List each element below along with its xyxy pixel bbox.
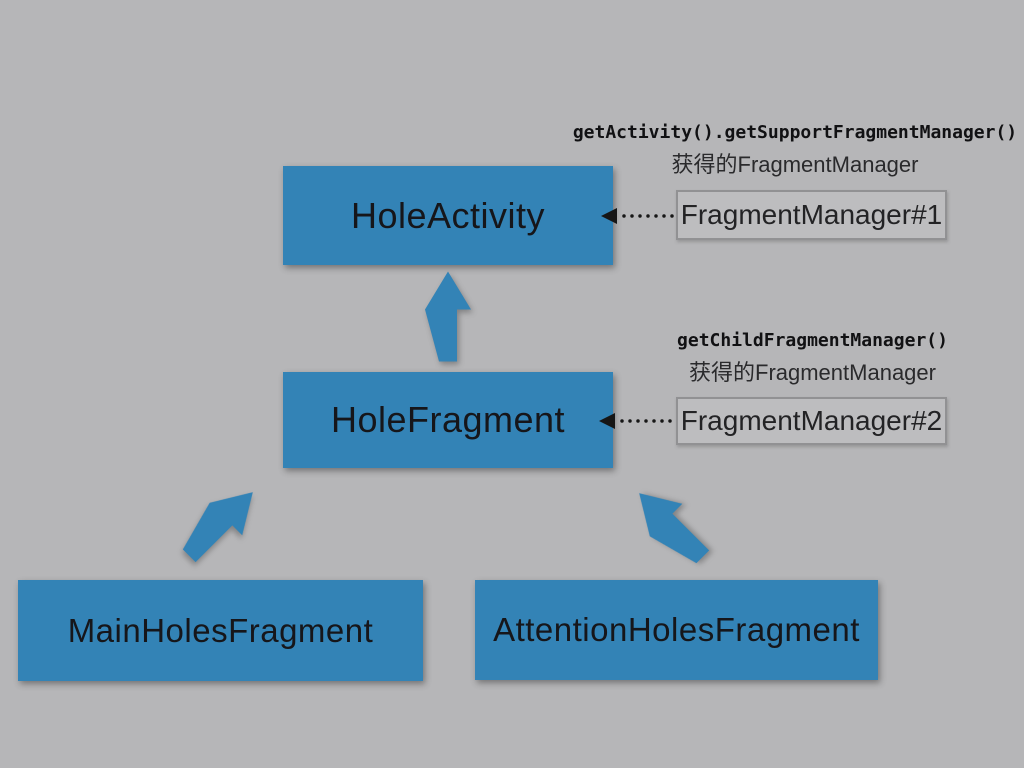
- fm2-caption-text: 获得的FragmentManager: [689, 360, 936, 385]
- node-hole-fragment: HoleFragment: [283, 372, 613, 468]
- node-main-holes-fragment: MainHolesFragment: [18, 580, 423, 681]
- fragment-manager-1-box: FragmentManager#1: [676, 190, 947, 240]
- up-right-arrow-icon: [172, 475, 271, 574]
- fm2-caption: getChildFragmentManager() 获得的FragmentMan…: [600, 330, 1024, 387]
- fragment-manager-2-box: FragmentManager#2: [676, 397, 947, 445]
- node-attention-holes-fragment: AttentionHolesFragment: [475, 580, 878, 680]
- dotted-line: [619, 214, 676, 218]
- fm2-dotted-connector: [599, 412, 676, 430]
- up-left-arrow-icon: [622, 476, 721, 575]
- left-arrowhead-icon: [599, 413, 615, 429]
- left-arrowhead-icon: [601, 208, 617, 224]
- dotted-line: [617, 419, 676, 423]
- fm1-caption-code: getActivity().getSupportFragmentManager(…: [572, 122, 1018, 143]
- fm1-caption-text: 获得的FragmentManager: [671, 152, 919, 177]
- up-arrow-icon: [423, 271, 473, 362]
- fm2-caption-code: getChildFragmentManager(): [677, 330, 948, 351]
- node-hole-activity: HoleActivity: [283, 166, 613, 265]
- fm1-dotted-connector: [601, 207, 676, 225]
- fm1-caption: getActivity().getSupportFragmentManager(…: [563, 122, 1024, 179]
